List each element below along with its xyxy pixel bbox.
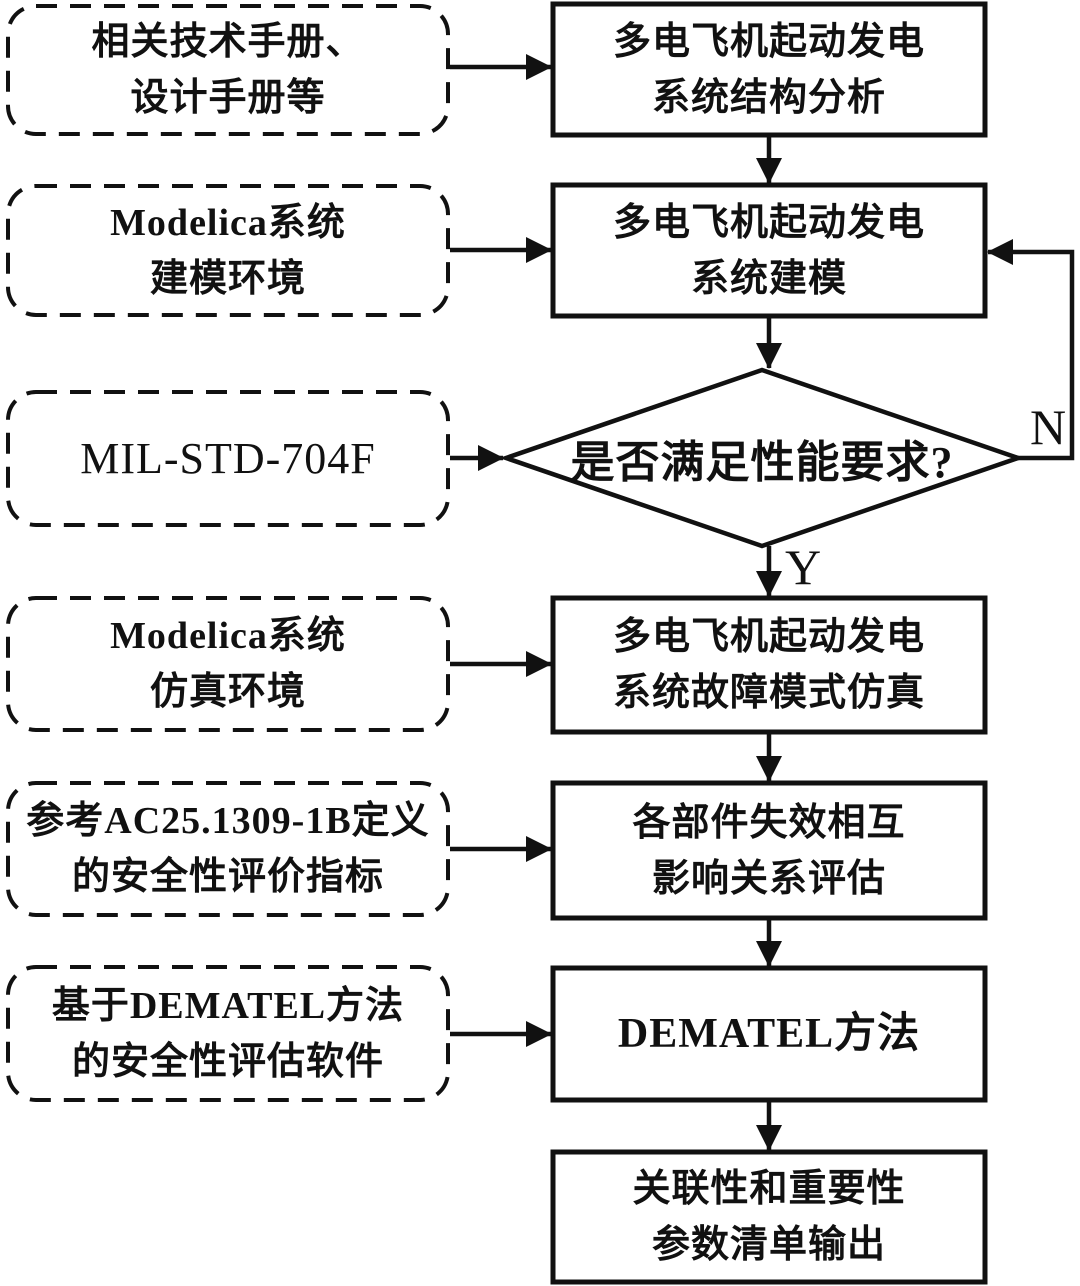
process-box-4-border bbox=[550, 780, 988, 921]
input-box-5-border bbox=[6, 781, 450, 917]
decision-diamond-border bbox=[499, 367, 1025, 549]
process-box-3-border bbox=[550, 595, 988, 735]
process-box-6-border bbox=[550, 1149, 988, 1285]
feedback-arrow-no-loop bbox=[987, 239, 1075, 461]
input-box-4-border bbox=[6, 596, 450, 732]
input-box-3-border bbox=[6, 390, 450, 527]
input-box-1-border bbox=[6, 4, 450, 136]
input-box-2-border bbox=[6, 184, 450, 317]
process-box-1-border bbox=[550, 1, 988, 138]
input-box-6-border bbox=[6, 965, 450, 1102]
process-box-2-border bbox=[550, 182, 988, 319]
process-box-5-border bbox=[550, 965, 988, 1103]
